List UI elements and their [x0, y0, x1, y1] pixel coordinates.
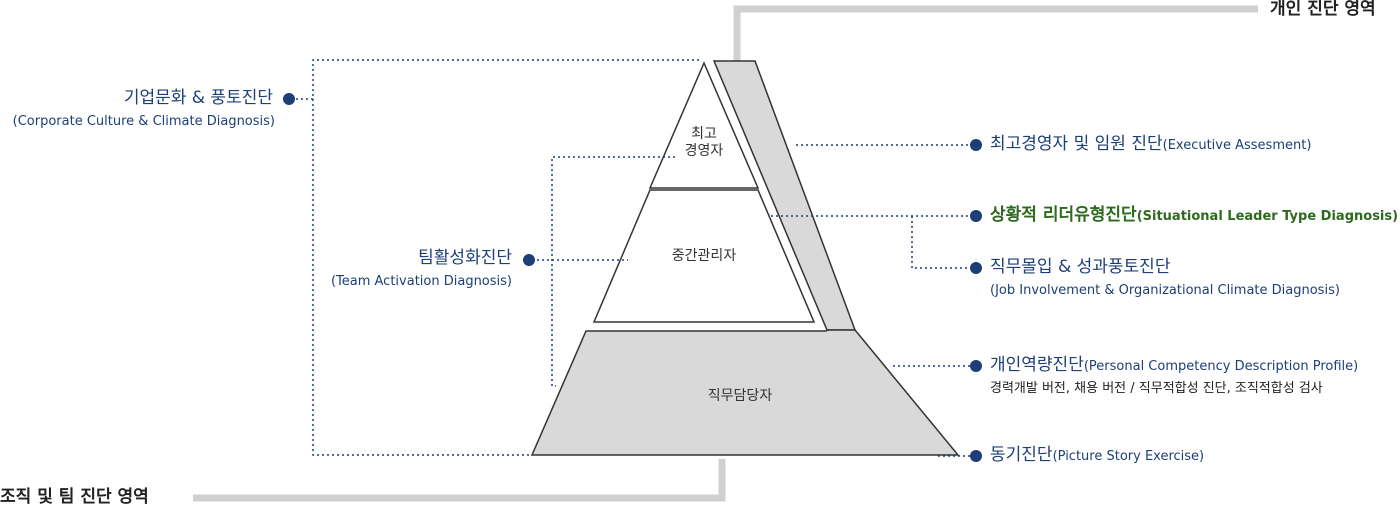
executive-label: 최고경영자 및 임원 진단(Executive Assesment) — [990, 134, 1311, 154]
tier-middle-label: 중간관리자 — [671, 248, 737, 264]
bullet-engagement — [970, 262, 982, 274]
situational-suffix: (Situational Leader Type Diagnosis) — [1136, 209, 1399, 224]
connector-team-bracket — [551, 156, 675, 387]
motivation-title: 동기진단 — [990, 445, 1053, 465]
executive-title: 최고경영자 및 임원 진단 — [990, 134, 1163, 154]
engagement-subtitle: (Job Involvement & Organizational Climat… — [990, 283, 1340, 298]
individual-region-bar — [733, 5, 1258, 62]
bullet-team — [523, 254, 535, 266]
connector-culture — [296, 59, 700, 100]
tier-bottom-label: 직무담당자 — [707, 388, 773, 404]
tier-top-line2: 경영자 — [684, 142, 724, 159]
competency-suffix: (Personal Competency Description Profile… — [1083, 359, 1359, 374]
tier-top-label: 최고 경영자 — [664, 126, 744, 160]
bullet-competency — [970, 360, 982, 372]
connector-engagement — [911, 216, 970, 269]
situational-label: 상황적 리더유형진단(Situational Leader Type Diagn… — [990, 205, 1398, 225]
situational-title: 상황적 리더유형진단 — [990, 205, 1137, 225]
team-title: 팀활성화진단 — [418, 248, 512, 268]
tier-top-line1: 최고 — [691, 126, 717, 142]
competency-title: 개인역량진단 — [990, 355, 1084, 375]
culture-title: 기업문화 & 풍토진단 — [123, 88, 273, 108]
engagement-title: 직무몰입 & 성과풍토진단 — [990, 257, 1171, 277]
competency-subtitle: 경력개발 버전, 채용 버전 / 직무적합성 진단, 조직적합성 검사 — [990, 381, 1323, 396]
executive-suffix: (Executive Assesment) — [1162, 138, 1312, 153]
bullet-culture — [283, 93, 295, 105]
organization-region-bar — [193, 459, 726, 502]
organization-region-label: 조직 및 팀 진단 영역 — [0, 487, 149, 507]
connector-culture-bottom — [312, 99, 530, 456]
competency-label: 개인역량진단(Personal Competency Description P… — [990, 355, 1358, 375]
pyramid-base-tier — [530, 329, 960, 456]
bullet-executive — [970, 139, 982, 151]
pyramid-top-tier — [648, 61, 760, 189]
bullet-situational — [970, 210, 982, 222]
bullet-motivation — [970, 450, 982, 462]
pyramid-middle-tier — [592, 189, 816, 323]
motivation-label: 동기진단(Picture Story Exercise) — [990, 445, 1204, 465]
motivation-suffix: (Picture Story Exercise) — [1052, 449, 1205, 464]
individual-region-label: 개인 진단 영역 — [1270, 0, 1376, 19]
team-subtitle: (Team Activation Diagnosis) — [330, 274, 512, 289]
culture-subtitle: (Corporate Culture & Climate Diagnosis) — [12, 114, 275, 129]
